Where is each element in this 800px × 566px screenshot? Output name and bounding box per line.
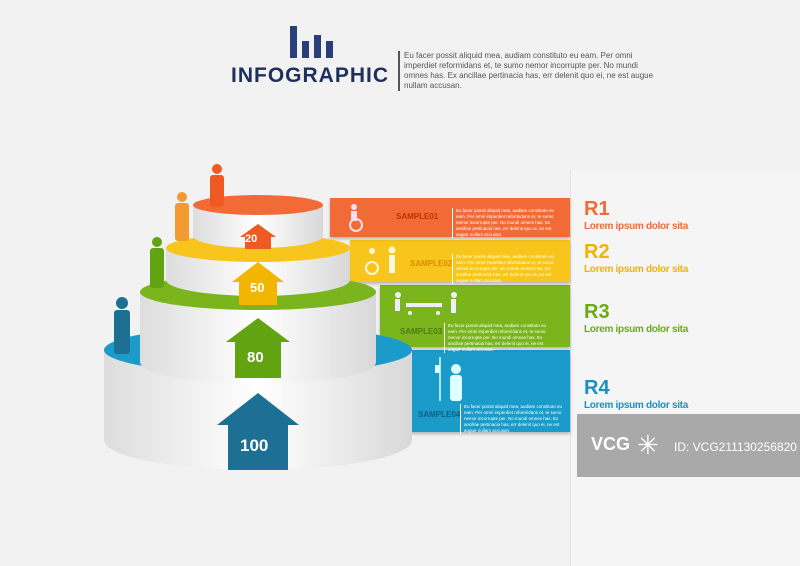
wheelchair-icon [349,204,363,232]
tier-value-80: 80 [247,349,264,366]
bar-chart-logo-icon [290,26,333,58]
sample-label: SAMPLE02 [410,259,453,268]
tier-value-50: 50 [250,280,265,295]
band-4: SAMPLE04 Eu facer possit aliquid mea, au… [410,350,570,434]
tier-value-20: 20 [245,233,258,245]
header-description: Eu facer possit aliquid mea, audiam cons… [398,51,654,91]
band-1: SAMPLE01 Eu facer possit aliquid mea, au… [330,198,570,238]
person-icons [114,164,224,354]
watermark: VCG ✳ ID: VCG211130256820 [577,414,800,477]
band-text: Eu facer possit aliquid mea, audiam cons… [452,208,556,238]
arrow-20 [240,224,276,249]
sample-label: SAMPLE03 [400,327,443,336]
arrow-100 [217,393,299,470]
sample-label: SAMPLE01 [396,212,439,221]
band-text: Eu facer possit aliquid mea, audiam cons… [452,254,556,284]
sample-label: SAMPLE04 [418,410,461,419]
band-2: SAMPLE02 Eu facer possit aliquid mea, au… [350,240,570,284]
band-3: SAMPLE03 Eu facer possit aliquid mea, au… [380,285,570,353]
page-title: INFOGRAPHIC [231,64,389,87]
iv-patient-icon [435,357,462,401]
tier-value-100: 100 [240,436,269,455]
right-panel [570,170,800,566]
arrow-80 [226,318,290,378]
stretcher-icon [395,292,457,315]
wheelchair-helper-icon [365,246,396,275]
arrow-50 [232,262,284,305]
band-text: Eu facer possit aliquid mea, audiam cons… [460,404,564,434]
band-text: Eu facer possit aliquid mea, audiam cons… [444,323,548,353]
